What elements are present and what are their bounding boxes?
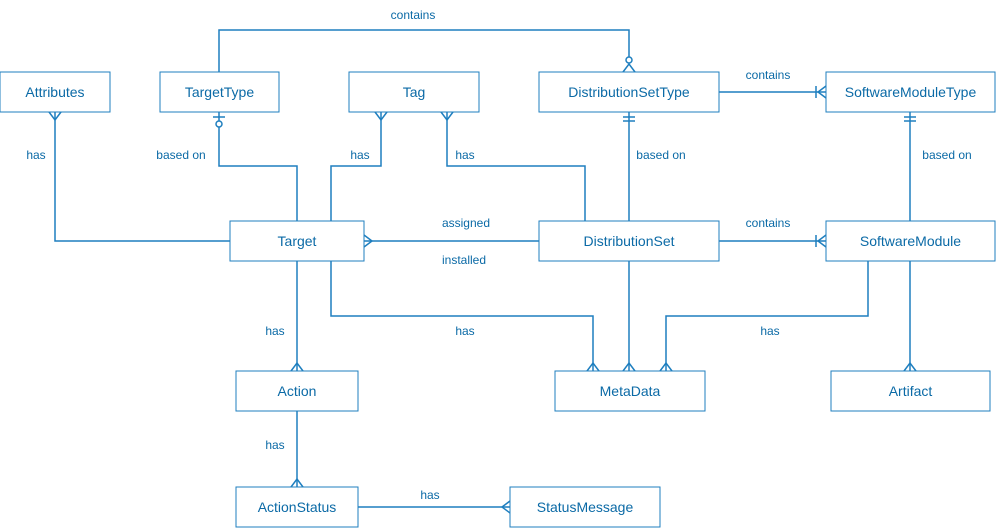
entity-label: DistributionSetType xyxy=(568,84,690,100)
crows-foot-icon xyxy=(290,361,304,372)
zero-circle-icon xyxy=(625,56,633,64)
label-sm-based-on: based on xyxy=(922,148,971,162)
entity-software-module-type[interactable]: SoftwareModuleType xyxy=(825,71,996,113)
label-ds-based-on: based on xyxy=(636,148,685,162)
entity-target-type[interactable]: TargetType xyxy=(159,71,280,113)
entity-label: Action xyxy=(278,383,317,399)
label-target-action-has: has xyxy=(265,324,284,338)
edge-tag-distributionset xyxy=(446,112,586,221)
entity-label: Tag xyxy=(403,84,426,100)
entity-status-message[interactable]: StatusMessage xyxy=(509,486,661,528)
entity-label: StatusMessage xyxy=(537,499,634,515)
entity-label: Target xyxy=(278,233,317,249)
crows-foot-icon xyxy=(374,111,388,122)
entity-artifact[interactable]: Artifact xyxy=(830,370,991,412)
entity-label: TargetType xyxy=(185,84,254,100)
entity-label: Artifact xyxy=(889,383,933,399)
crows-foot-icon xyxy=(48,111,62,122)
crows-foot-icon xyxy=(816,85,827,99)
label-installed: installed xyxy=(442,253,486,267)
label-attributes-has: has xyxy=(26,148,45,162)
crows-foot-icon xyxy=(586,361,600,372)
label-targettype-dst-contains: contains xyxy=(391,8,436,22)
entity-action[interactable]: Action xyxy=(235,370,359,412)
entity-label: MetaData xyxy=(600,383,661,399)
cardinality-markers xyxy=(48,56,917,514)
crows-foot-icon xyxy=(816,234,827,248)
label-target-based-on: based on xyxy=(156,148,205,162)
label-ds-contains: contains xyxy=(746,216,791,230)
label-sm-metadata-has: has xyxy=(760,324,779,338)
label-dst-smt-contains: contains xyxy=(746,68,791,82)
entity-action-status[interactable]: ActionStatus xyxy=(235,486,359,528)
crows-foot-icon xyxy=(622,62,636,73)
crows-foot-icon xyxy=(500,500,511,514)
entity-target[interactable]: Target xyxy=(229,220,365,262)
label-status-message-has: has xyxy=(420,488,439,502)
entity-attributes[interactable]: Attributes xyxy=(0,71,111,113)
edge-attributes-target xyxy=(54,112,230,242)
edge-tag-target xyxy=(330,112,382,221)
edge-targettype-target xyxy=(218,112,298,221)
edges xyxy=(54,29,911,508)
entity-meta-data[interactable]: MetaData xyxy=(554,370,706,412)
entity-distribution-set-type[interactable]: DistributionSetType xyxy=(538,71,720,113)
relationship-labels: contains contains has based on has has b… xyxy=(26,8,971,502)
entity-tag[interactable]: Tag xyxy=(348,71,480,113)
zero-circle-icon xyxy=(215,120,223,128)
entity-label: SoftwareModule xyxy=(860,233,961,249)
label-ds-tag-has: has xyxy=(455,148,474,162)
entity-distribution-set[interactable]: DistributionSet xyxy=(538,220,720,262)
edge-target-metadata xyxy=(330,261,594,371)
entity-label: SoftwareModuleType xyxy=(845,84,977,100)
crows-foot-icon xyxy=(363,234,374,248)
label-target-metadata-has: has xyxy=(455,324,474,338)
label-target-tag-has: has xyxy=(350,148,369,162)
entity-label: ActionStatus xyxy=(258,499,337,515)
crows-foot-icon xyxy=(903,361,917,372)
edge-targettype-dst-contains xyxy=(218,29,630,72)
crows-foot-icon xyxy=(659,361,673,372)
crows-foot-icon xyxy=(290,477,304,488)
entity-software-module[interactable]: SoftwareModule xyxy=(825,220,996,262)
crows-foot-icon xyxy=(440,111,454,122)
entity-label: Attributes xyxy=(25,84,84,100)
crows-foot-icon xyxy=(622,361,636,372)
edge-softwaremodule-metadata xyxy=(665,261,869,371)
entity-label: DistributionSet xyxy=(583,233,674,249)
label-action-status-has: has xyxy=(265,438,284,452)
label-assigned: assigned xyxy=(442,216,490,230)
